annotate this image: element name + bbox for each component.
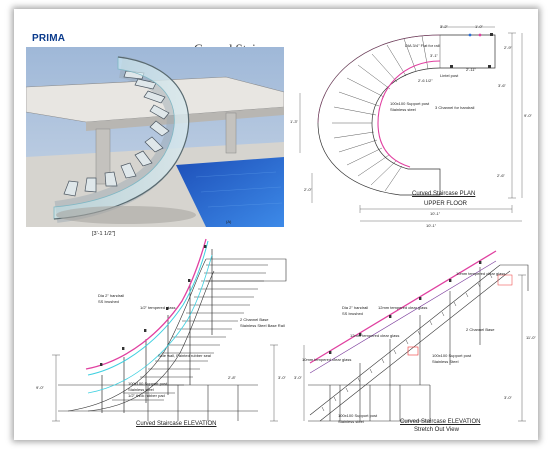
plan-note-4: 3 Channel for handrail [435, 105, 475, 110]
left-elevation-title: Curved Staircase ELEVATION [136, 421, 217, 427]
plan-dim-0: 3'-2" [440, 24, 448, 29]
plan-dim-3: 9'-0" [524, 113, 532, 118]
right-note-7: 100x100 Support post [432, 353, 472, 358]
right-note-10: Stainless steel [338, 419, 364, 424]
right-dim-2: 3'-0" [504, 395, 512, 400]
render-footnote: (A) [226, 219, 232, 224]
plan-panel: 3'-2" 1'-0" 2'-6 1/2" 9'-0" 3'-6" 1'-3" … [290, 23, 538, 233]
left-note-4: Stainless Steel Base Rail [240, 323, 285, 328]
right-elevation-subtitle: Stretch Out View [414, 427, 459, 433]
plan-note-2: 100x100 Support post [390, 101, 430, 106]
right-elevation-panel: Dia 2" handrail SS brushed 12mm tempered… [290, 235, 538, 435]
plan-note-0: DIA 3/4" Flat for rail [405, 43, 440, 48]
plan-dim-9: 10'-1" [426, 223, 437, 228]
left-elevation-panel: Dia 2" handrail SS brushed 1/2" tempered… [28, 235, 296, 435]
plan-dim-4: 3'-6" [498, 83, 506, 88]
left-dim-0: 9'-0" [36, 385, 44, 390]
plan-dim-1: 1'-0" [475, 24, 483, 29]
plan-note-3: Stainless steel [390, 107, 416, 112]
right-note-9: 100x100 Support post [338, 413, 378, 418]
right-note-6: 2 Channel Base [466, 327, 495, 332]
left-note-3: 2 Channel Base [240, 317, 269, 322]
right-dim-0: 11'-0" [526, 335, 536, 340]
right-note-2: 12mm tempered clear glass [378, 305, 428, 310]
plan-title: Curved Staircase PLAN [412, 191, 476, 197]
plan-dim-12: 2'-6" [497, 173, 505, 178]
right-note-4: 12mm tempered clear glass [350, 333, 400, 338]
plan-dim-5: 1'-3" [290, 119, 298, 124]
right-elevation-title: Curved Staircase ELEVATION [400, 419, 481, 425]
left-note-2: 1/2" tempered glass [140, 305, 176, 310]
plan-dim-10: 10'-1" [430, 211, 441, 216]
left-note-1: SS brushed [98, 299, 119, 304]
right-note-8: Stainless Steel [432, 359, 459, 364]
plan-dim-7: 3'-1" [430, 53, 438, 58]
left-dim-2: 2'-8" [228, 375, 236, 380]
render-caption: [3'-1 1/2"] [92, 231, 116, 237]
left-dim-1: 3'-0" [278, 375, 286, 380]
plan-dim-2: 2'-6 1/2" [418, 78, 433, 83]
staircase-plan-drawing [299, 26, 523, 222]
plan-dim-11: 2'-9" [504, 45, 512, 50]
right-note-5: 10mm tempered clear glass [302, 357, 352, 362]
left-note-6: 100x100 Support post [128, 381, 168, 386]
right-note-3: 10mm tempered clear glass [456, 271, 506, 276]
plan-dim-8: 2'-11" [466, 67, 476, 72]
right-elevation-drawing [303, 250, 529, 422]
brand-logo: PRIMA [32, 33, 66, 44]
left-note-0: Dia 2" handrail [98, 293, 125, 298]
right-note-0: Dia 2" handrail [342, 305, 369, 310]
plan-note-1: Lintel post [440, 73, 459, 78]
plan-subtitle: UPPER FLOOR [424, 201, 468, 207]
staircase-3d-render [26, 47, 284, 227]
left-note-7: Stainless steel [128, 387, 154, 392]
left-elevation-drawing [52, 238, 287, 422]
left-note-5: Side wall, Painted rubber seal [158, 353, 211, 358]
left-note-8: 1/2" thick rubber pad [128, 393, 165, 398]
plan-dim-6: 2'-0" [304, 187, 312, 192]
right-dim-1: 3'-0" [294, 375, 302, 380]
drawing-sheet: PRIMA Curved Stairca [14, 9, 538, 440]
right-note-1: SS brushed [342, 311, 363, 316]
render-panel: (A) [26, 47, 284, 227]
